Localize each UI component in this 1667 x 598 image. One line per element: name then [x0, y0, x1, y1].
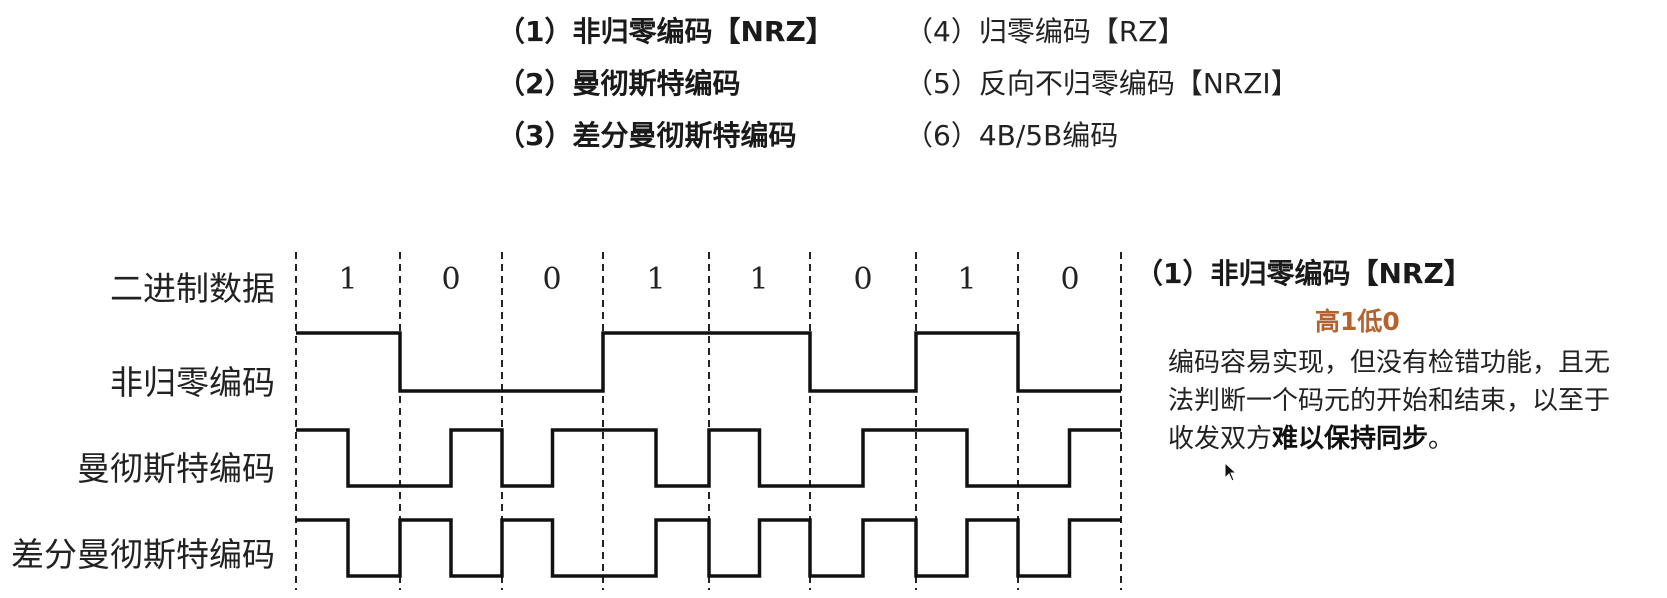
encoding-list-right: （4）归零编码【RZ】 （5）反向不归零编码【NRZI】 （6）4B/5B编码	[905, 6, 1299, 162]
list-item-rz: （4）归零编码【RZ】	[905, 15, 1186, 48]
bit-label: 1	[646, 262, 666, 297]
list-item-4b5b: （6）4B/5B编码	[905, 119, 1119, 152]
bit-label: 0	[441, 262, 461, 297]
list-item-nrz: （1）非归零编码【NRZ】	[497, 15, 834, 48]
desc-normal: 编码容易实现，但没有检错功能，且无法判断一个码元的开始和结束，以至于收发双方	[1168, 348, 1611, 454]
manchester-waveform	[296, 428, 1121, 488]
row-label-nrz: 非归零编码	[110, 363, 275, 402]
encoding-list-left: （1）非归零编码【NRZ】 （2）曼彻斯特编码 （3）差分曼彻斯特编码	[497, 6, 834, 162]
nrz-waveform	[296, 331, 1121, 393]
bit-label: 1	[957, 262, 977, 297]
bit-label: 0	[1060, 262, 1080, 297]
list-item-manchester: （2）曼彻斯特编码	[497, 67, 741, 100]
list-item-diff-manchester: （3）差分曼彻斯特编码	[497, 119, 797, 152]
desc-bold: 难以保持同步	[1272, 424, 1429, 454]
bit-label: 0	[542, 262, 562, 297]
row-label-binary: 二进制数据	[110, 269, 275, 308]
desc-end: 。	[1428, 424, 1455, 454]
row-label-manchester: 曼彻斯特编码	[77, 449, 275, 488]
side-title: （1）非归零编码【NRZ】	[1135, 257, 1472, 290]
side-description: 编码容易实现，但没有检错功能，且无法判断一个码元的开始和结束，以至于收发双方难以…	[1168, 344, 1623, 458]
bit-label: 0	[853, 262, 873, 297]
diff-manchester-waveform	[296, 518, 1121, 578]
bit-label: 1	[338, 262, 358, 297]
bit-label: 1	[749, 262, 769, 297]
row-label-diff-manchester: 差分曼彻斯特编码	[11, 535, 275, 574]
list-item-nrzi: （5）反向不归零编码【NRZI】	[905, 67, 1299, 100]
side-rule: 高1低0	[1315, 307, 1400, 336]
mouse-cursor-icon	[1224, 462, 1238, 482]
